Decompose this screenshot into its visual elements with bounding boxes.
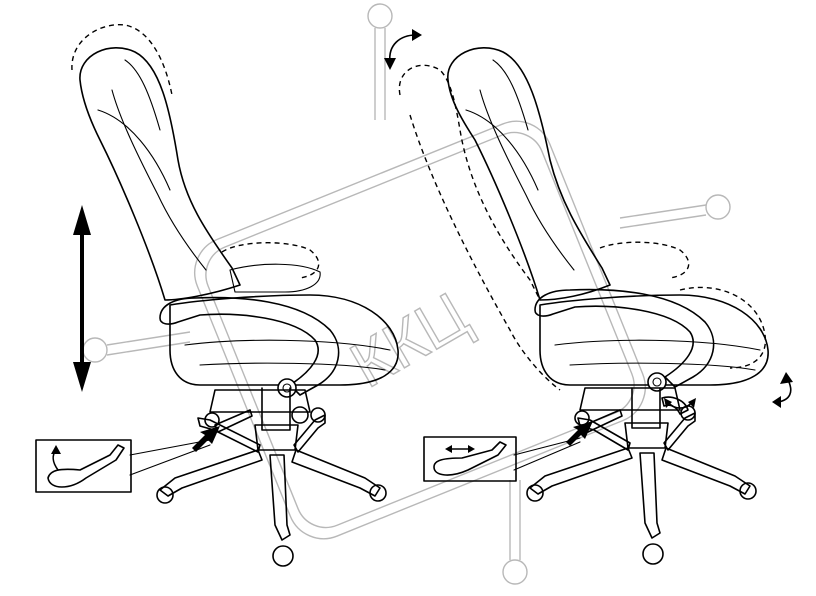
chair-right-armrest xyxy=(534,288,715,388)
tilt-arrow-top-icon xyxy=(384,29,422,70)
chair-left xyxy=(71,24,399,567)
caster xyxy=(739,482,757,500)
tilt-arrow-seat-icon xyxy=(772,372,793,408)
chair-left-base xyxy=(159,414,381,541)
caster xyxy=(156,486,174,504)
lever-lift-icon xyxy=(47,444,125,488)
chair-left-column xyxy=(261,387,291,431)
watermark-text: ККЦ xyxy=(339,278,481,401)
chair-left-raised-outline xyxy=(71,24,173,96)
height-adjust-arrow-icon xyxy=(73,205,91,392)
chair-left-lever xyxy=(214,409,253,433)
tilt-arrow-mechanism-icon xyxy=(664,398,696,409)
caster xyxy=(204,412,220,428)
watermark: ККЦ xyxy=(82,3,731,585)
chair-left-seat xyxy=(169,294,399,386)
chair-left-armrest xyxy=(159,296,340,396)
lever-slide-icon xyxy=(433,441,507,476)
caster xyxy=(369,484,387,502)
chair-right-backrest xyxy=(447,47,611,301)
chair-right-base xyxy=(529,412,751,539)
inset-lever-lift xyxy=(35,439,132,493)
pointer-arrow-icon xyxy=(192,426,220,452)
caster xyxy=(642,543,664,565)
inset-lever-push xyxy=(423,436,517,482)
chair-right-seat xyxy=(539,294,769,386)
chair-right-reclined-outline xyxy=(398,64,541,301)
chair-right xyxy=(398,47,769,565)
chair-left-backrest xyxy=(79,47,241,301)
chair-right-column xyxy=(631,387,661,429)
caster xyxy=(526,484,544,502)
caster xyxy=(272,545,294,567)
caster xyxy=(310,407,326,423)
